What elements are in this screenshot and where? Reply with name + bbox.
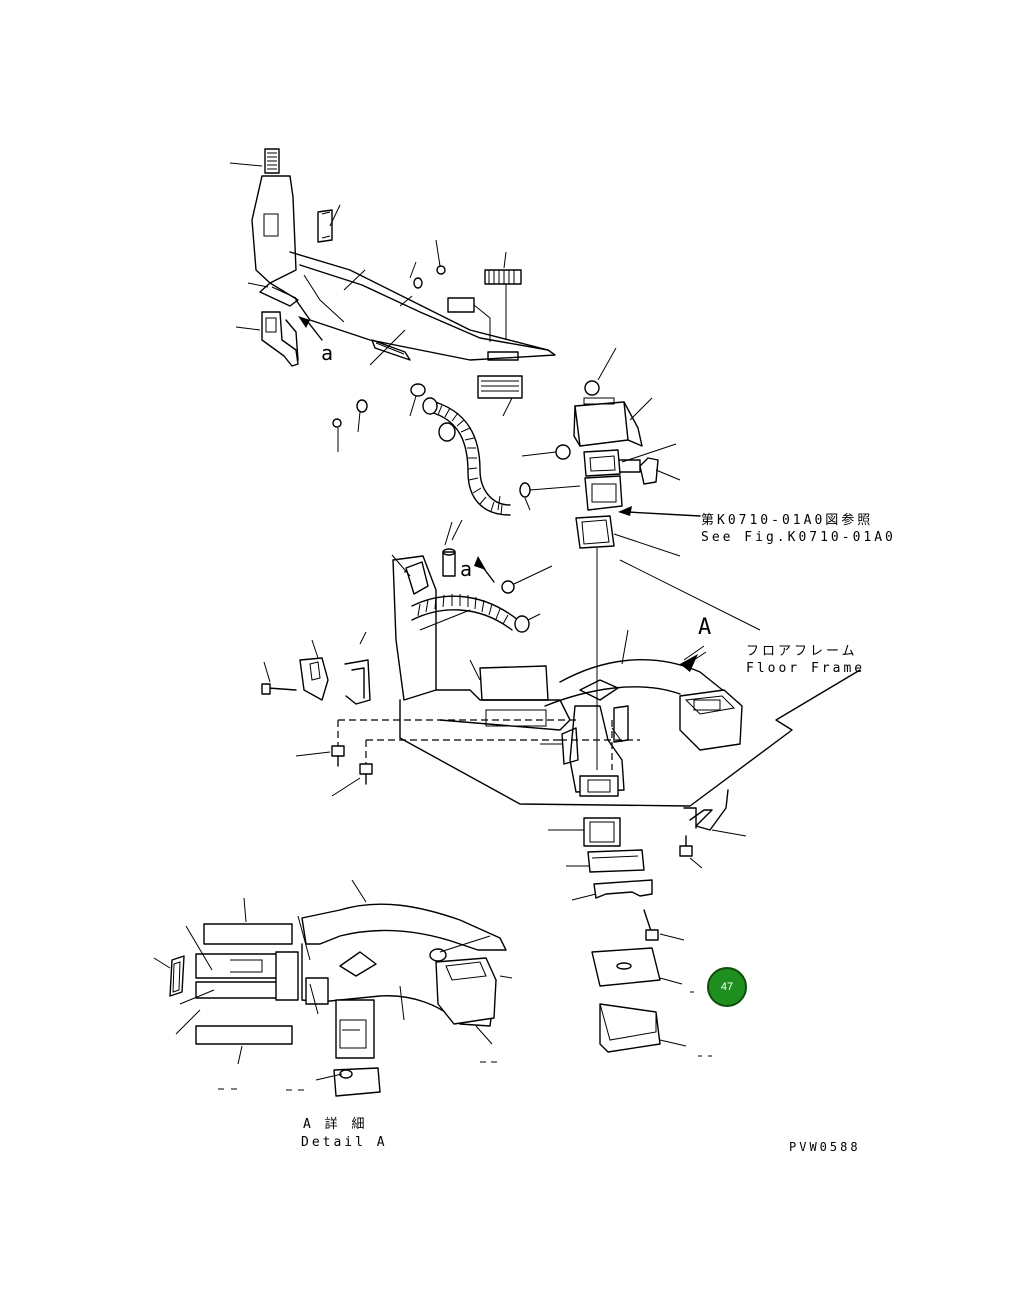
reference-note-en: See Fig.K0710-01A0 xyxy=(701,530,896,545)
detail-a-label-ja: A 詳 細 xyxy=(303,1117,368,1132)
floor-frame xyxy=(261,519,861,807)
view-letter-a: A xyxy=(698,615,712,640)
lower-parts xyxy=(548,789,747,1053)
connector-stack xyxy=(521,347,761,770)
upper-duct-assembly xyxy=(229,148,581,516)
callout-marker[interactable]: 47 xyxy=(707,967,747,1007)
detail-a xyxy=(153,879,513,1097)
floor-frame-label-en: Floor Frame xyxy=(746,661,866,676)
mark-a-lower: a xyxy=(460,557,473,581)
reference-dashes xyxy=(218,991,712,1091)
floor-frame-label-ja: フロアフレーム xyxy=(746,644,858,659)
detail-a-label-en: Detail A xyxy=(301,1135,388,1150)
drawing-number: PVW0588 xyxy=(789,1140,861,1154)
mark-a-upper: a xyxy=(321,341,334,365)
reference-note-ja: 第K0710-01A0図参照 xyxy=(701,513,874,528)
